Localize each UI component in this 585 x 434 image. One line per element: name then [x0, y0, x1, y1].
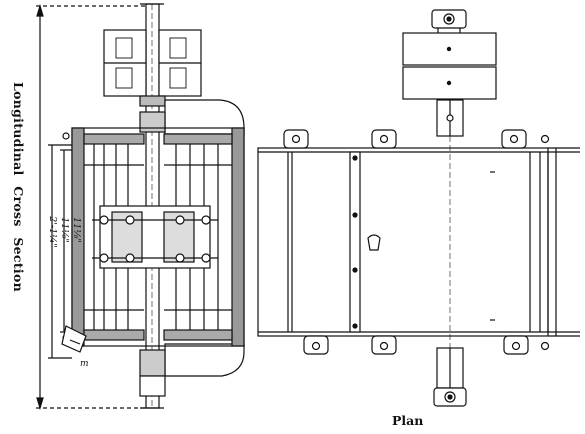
callout-letter: m: [80, 359, 89, 369]
inner-dimension-lines: [48, 144, 72, 359]
plan-top-lugs: [283, 129, 550, 149]
plan-frame: [257, 136, 580, 348]
dimension-inner-a: 11⅛": [59, 217, 70, 243]
overall-dimension-line: [36, 3, 146, 411]
top-pulley: [103, 29, 202, 107]
dimension-inner-b: 11⅛": [71, 217, 82, 243]
plan-view: [257, 9, 580, 407]
plan-shaft-coupling: [436, 99, 464, 137]
oil-cup: [61, 325, 87, 353]
plan-lower-shaft: [433, 347, 467, 407]
plan-top-pulley: [402, 9, 497, 100]
dimension-overall: 2'-1¼": [47, 215, 58, 248]
lower-bearing-housing: [139, 343, 245, 397]
plan-bottom-lugs: [303, 335, 550, 355]
cross-section-view: [36, 3, 245, 411]
plan-title: Plan: [392, 413, 424, 428]
casing: [62, 127, 245, 347]
section-title: Longitudinal Cross Section: [11, 82, 26, 292]
center-clamp-block: [92, 205, 218, 269]
